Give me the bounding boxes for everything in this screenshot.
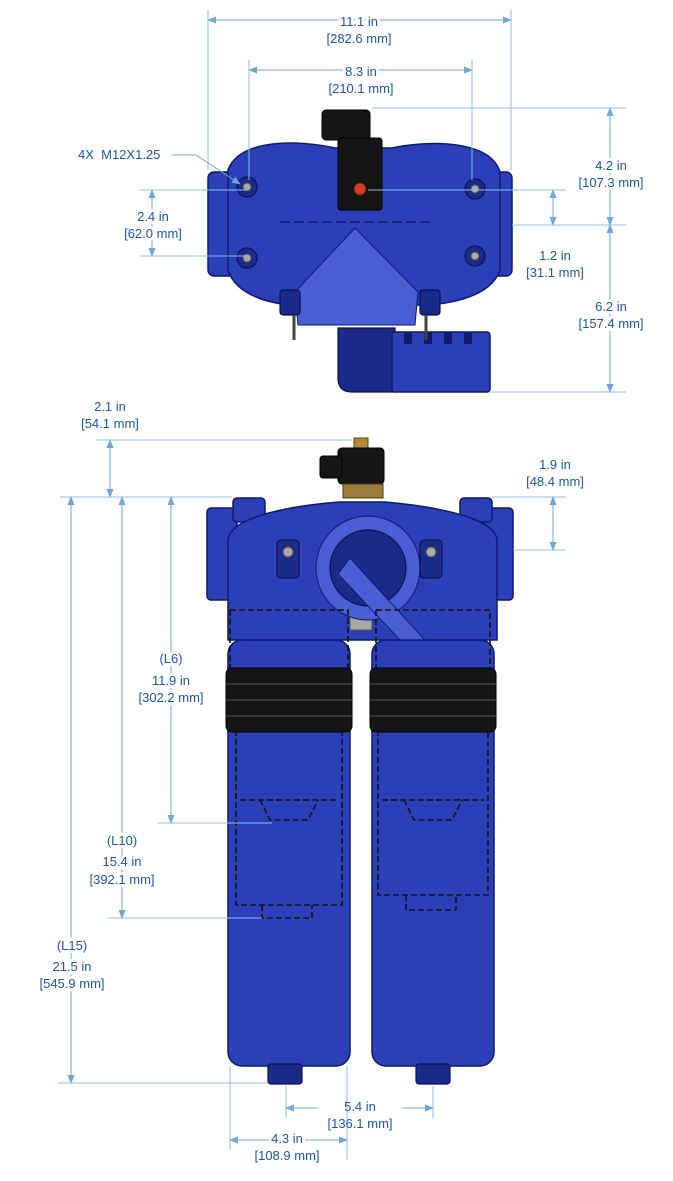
thread-callout: 4X M12X1.25 [78,147,160,162]
dim-bowl-spacing-mm: [136.1 mm] [327,1116,392,1131]
top-view-center-cone [294,227,419,326]
dim-l15-mm: [545.9 mm] [39,976,104,991]
dim-width-overall-mm: [282.6 mm] [326,31,391,46]
dim-port-height-in: 1.9 in [539,457,571,472]
dim-port-offset-in: 1.2 in [539,248,571,263]
dim-bowl-spacing-in: 5.4 in [344,1099,376,1114]
dim-port-spacing-in: 8.3 in [345,64,377,79]
left-filter-bowl [225,609,353,1085]
top-view-bracket [391,331,491,393]
top-view [207,109,513,393]
top-view-bolt-holes [236,176,486,269]
dim-l15-tag: (L15) [57,938,87,953]
top-view-dimensions: 11.1 in [282.6 mm] 8.3 in [210.1 mm] 4X … [78,10,647,393]
right-filter-bowl [369,609,497,1085]
dim-connector-height-mm: [107.3 mm] [578,175,643,190]
dim-l10-in: 15.4 in [102,854,141,869]
dim-connector-clearance-mm: [54.1 mm] [81,416,139,431]
dim-l6-in: 11.9 in [152,673,190,688]
front-view-electrical-connector [319,437,385,499]
bracket-teeth [404,332,472,344]
dim-port-offset-mm: [31.1 mm] [526,265,584,280]
dim-lower-depth-in: 6.2 in [595,299,627,314]
front-view-dimensions: 2.1 in [54.1 mm] 1.9 in [48.4 mm] (L6) 1… [36,399,584,1163]
dim-l6-mm: [302.2 mm] [138,690,203,705]
dim-port-vertical-in: 2.4 in [137,209,169,224]
dim-connector-height-in: 4.2 in [595,158,627,173]
top-view-electrical-connector [321,109,383,211]
top-view-head [227,142,501,306]
dim-port-height-mm: [48.4 mm] [526,474,584,489]
top-view-outlet-body [337,327,396,393]
dim-bowl-offset-mm: [108.9 mm] [254,1148,319,1163]
dim-bowl-offset-in: 4.3 in [271,1131,303,1146]
dim-l6-tag: (L6) [159,651,182,666]
dim-connector-clearance-in: 2.1 in [94,399,126,414]
dim-lower-depth-mm: [157.4 mm] [578,316,643,331]
dim-l15-in: 21.5 in [52,959,91,974]
dim-l10-mm: [392.1 mm] [89,872,154,887]
dim-port-vertical-mm: [62.0 mm] [124,226,182,241]
front-view [206,437,514,1085]
dim-port-spacing-mm: [210.1 mm] [328,81,393,96]
dim-l10-tag: (L10) [107,833,137,848]
dim-width-overall-in: 11.1 in [340,14,378,29]
